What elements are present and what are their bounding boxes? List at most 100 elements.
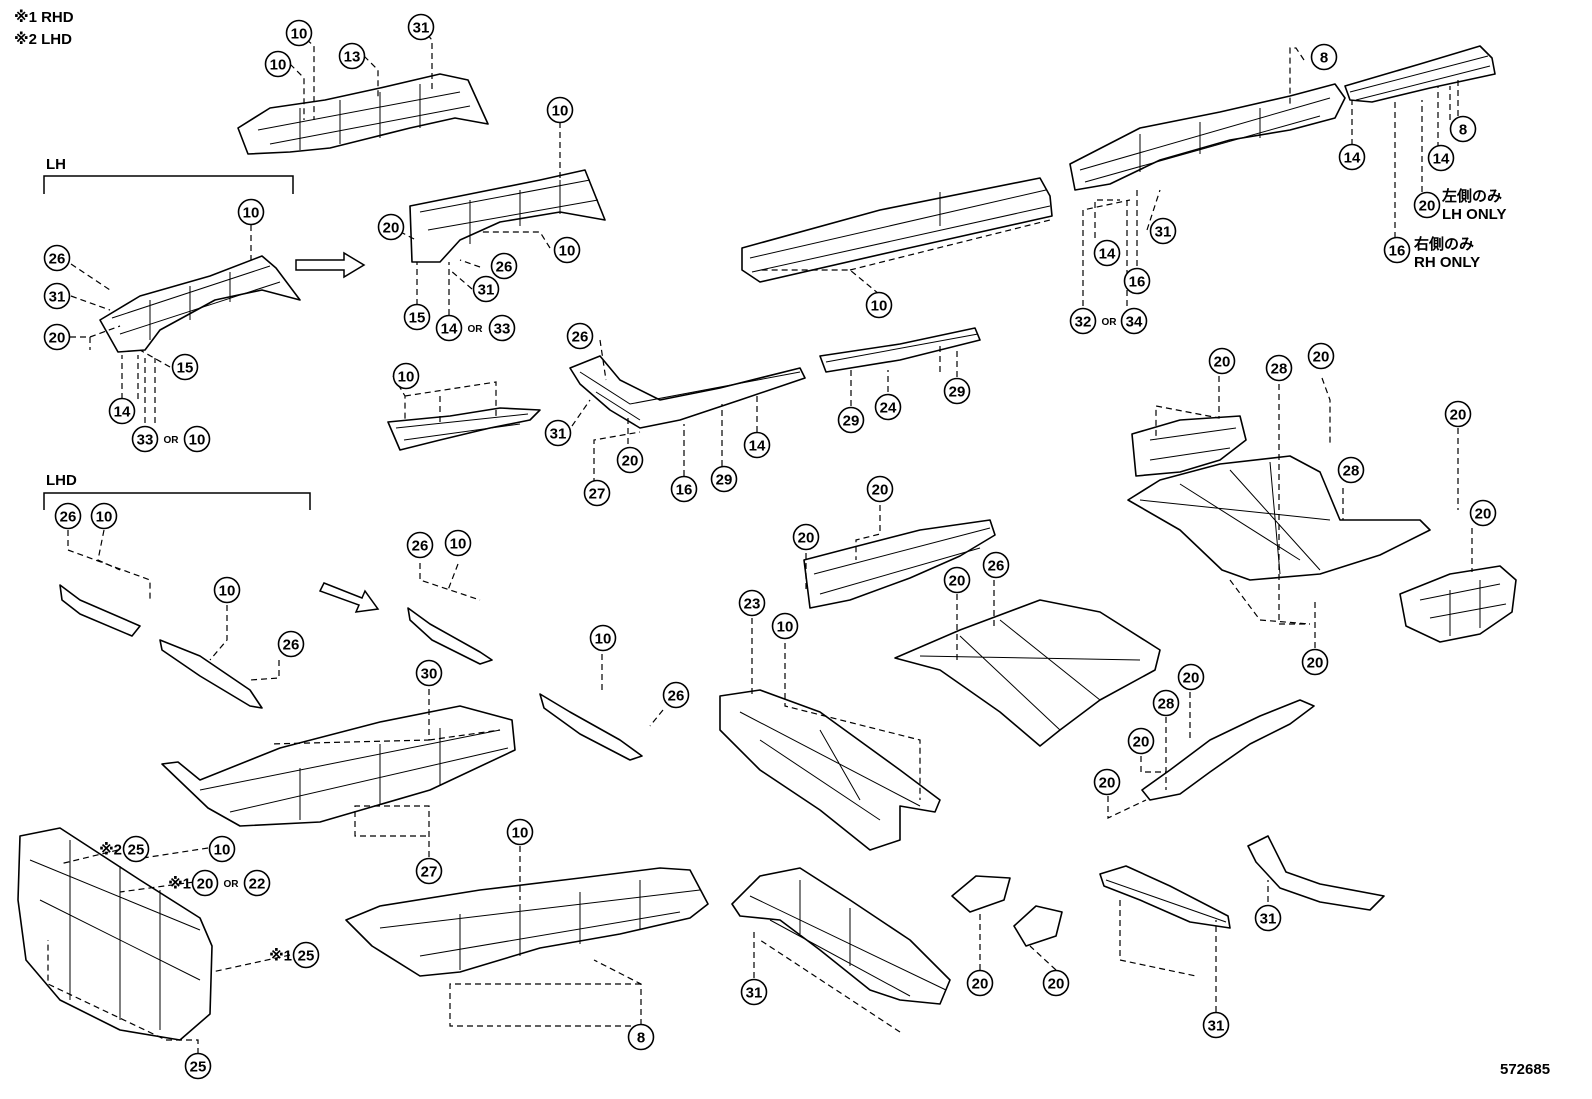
callout-bubble [213,576,241,604]
callout-number: 33 [137,432,154,449]
callout-number: 31 [1155,224,1172,241]
callout-number: 20 [1133,734,1150,751]
callout-number: 25 [190,1059,207,1076]
callout-15: 15 [403,303,431,331]
callout-31: 31 [1254,904,1282,932]
callout-15: 15 [171,353,199,381]
callout-bubble [1301,648,1329,676]
callout-bubble [1307,342,1335,370]
callout-13: 13 [338,42,366,70]
callout-20: 20 [943,566,971,594]
callout-number: 8 [637,1030,645,1047]
callout-bubble [771,612,799,640]
callout-bubble [1427,144,1455,172]
callout-29: 29 [710,465,738,493]
callout-31: 31 [1202,1011,1230,1039]
callout-number: 31 [550,426,567,443]
callout-bubble [1310,43,1338,71]
callout-31: 31 [544,419,572,447]
callout-bubble [1338,143,1366,171]
callout-14: 14 [1093,239,1121,267]
callout-26: 26 [277,630,305,658]
callout-26: 26 [662,681,690,709]
callout-33: 33 [488,314,516,342]
note-lh-only-en: LH ONLY [1442,206,1507,223]
callout-20: 20 [43,323,71,351]
callout-number: 20 [1099,775,1116,792]
callout-number: 15 [409,310,426,327]
callout-20: 20 [792,523,820,551]
callout-number: 20 [1419,198,1436,215]
arrow-down-right-icon [318,582,380,613]
callout-bubble [54,502,82,530]
callout-26: 26 [406,531,434,559]
callout-bubble [670,475,698,503]
part-rear-rail-extension [1344,45,1496,103]
callout-bubble [191,869,219,897]
note-lh-only-jp: 左側のみ [1442,188,1503,205]
callout-number: 10 [189,432,206,449]
callout-23: 23 [738,589,766,617]
callout-number: 8 [1320,50,1328,67]
callout-number: 20 [972,976,989,993]
callout-number: 33 [494,321,511,338]
callout-bubble [43,282,71,310]
callout-bubble [264,50,292,78]
callout-26: 26 [982,551,1010,579]
callout-number: 20 [1183,670,1200,687]
part-rear-floor-side-panel [719,689,941,851]
part-rear-floor-pan [894,599,1161,747]
part-dash-panel [17,827,213,1041]
part-rear-cross-member [1099,865,1231,929]
callout-number: 26 [283,637,300,654]
callout-number: 16 [676,482,693,499]
callout-31: 31 [43,282,71,310]
callout-number: 10 [219,583,236,600]
callout-24: 24 [874,393,902,421]
callout-25: 25※1 [269,941,320,969]
callout-25: 25 [184,1052,212,1080]
callout-number: 27 [421,864,438,881]
callout-28: 28 [1265,354,1293,382]
callout-number: 10 [450,536,467,553]
callout-number: 20 [1307,655,1324,672]
note-rh-only-jp: 右側のみ [1414,236,1475,253]
callout-bubble [108,397,136,425]
callout-number: 10 [512,825,529,842]
callout-bubble [377,213,405,241]
or-label: OR [1102,317,1118,328]
lh-group-bracket [43,175,294,194]
callout-bubble [740,978,768,1006]
callout-bubble [1413,191,1441,219]
part-small-bracket-b [1013,905,1063,947]
callout-10: 10 [264,50,292,78]
callout-32: 32 OR [1069,307,1118,335]
callout-bubble [566,322,594,350]
variant-mark: ※1 [269,947,292,965]
callout-8: 8 [1449,115,1477,143]
callout-bubble [122,835,150,863]
callout-26: 26 [566,322,594,350]
callout-bubble [982,551,1010,579]
callout-bubble [1123,267,1151,295]
callout-number: 25 [128,842,145,859]
legend-rhd: ※1 RHD [14,9,74,26]
callout-number: 14 [1344,150,1361,167]
part-rh-apron-member [409,169,606,263]
callout-number: 32 [1075,314,1092,331]
callout-20: 20 [1093,768,1121,796]
part-floor-reinforcement-small [387,407,541,451]
callout-number: 26 [412,538,429,555]
callout-number: 20 [1313,349,1330,366]
callout-bubble [589,624,617,652]
callout-bubble [1202,1011,1230,1039]
callout-bubble [171,353,199,381]
callout-bubble [546,96,574,124]
diagram-id: 572685 [1500,1061,1551,1078]
callout-number: 31 [49,289,66,306]
callout-bubble [627,1023,655,1051]
callout-number: 20 [383,220,400,237]
callout-number: 27 [589,486,606,503]
